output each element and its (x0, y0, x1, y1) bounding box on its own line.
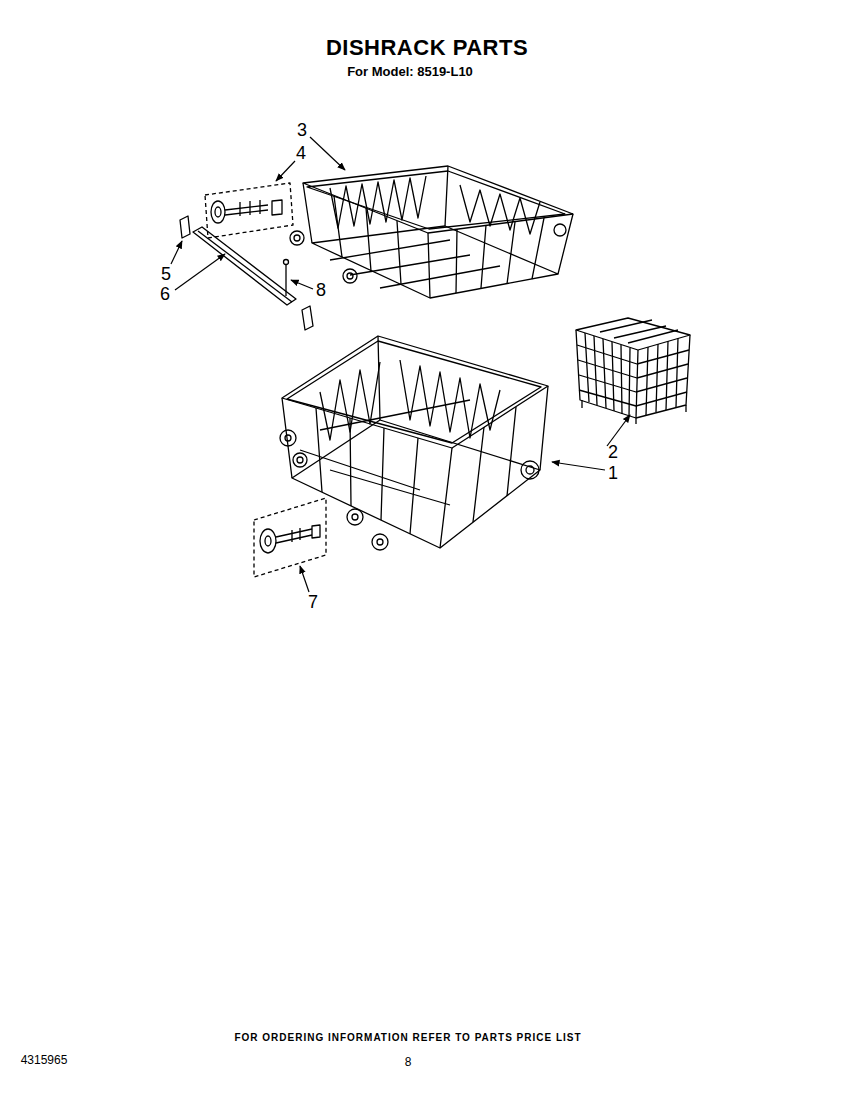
callout-number: 6 (160, 285, 170, 303)
callout-number: 4 (296, 144, 306, 162)
callout-number: 3 (297, 121, 307, 139)
silverware-basket (576, 318, 690, 424)
callout-number: 5 (161, 265, 171, 283)
upper-rack (290, 166, 573, 298)
model-number: For Model: 8519-L10 (347, 65, 473, 78)
ordering-note: FOR ORDERING INFORMATION REFER TO PARTS … (234, 1033, 581, 1043)
rack-rail (180, 216, 313, 330)
wheel-assembly (254, 498, 326, 577)
callout-number: 8 (316, 281, 326, 299)
page-number: 8 (405, 1056, 412, 1068)
callout-number: 2 (608, 443, 618, 461)
callout-number: 1 (608, 464, 618, 482)
callout-number: 7 (308, 593, 318, 611)
leader-line (171, 137, 630, 592)
wheel-assembly (205, 183, 293, 238)
lower-rack (280, 336, 548, 550)
page-title: DISHRACK PARTS (326, 37, 528, 59)
document-number: 4315965 (21, 1054, 68, 1066)
